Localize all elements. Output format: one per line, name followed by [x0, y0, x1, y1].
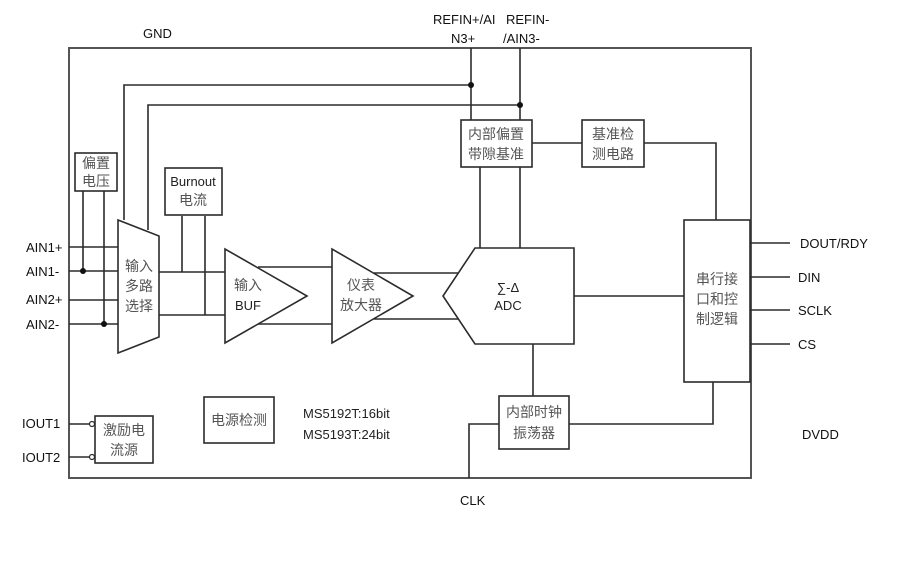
pin-label-refin-plus: N3+ [451, 31, 475, 46]
pin-label-dout-rdy: DOUT/RDY [800, 236, 868, 251]
input-mux-block: 输入 多路 选择 [117, 218, 160, 355]
block-label: 仪表 [347, 278, 375, 294]
block-label: 内部偏置 [468, 127, 524, 143]
pin-label-dvdd: DVDD [802, 427, 839, 442]
block-label: BUF [235, 298, 261, 313]
sigma-delta-adc-block: ∑-Δ ADC [442, 247, 575, 345]
pin-label-gnd: GND [143, 26, 172, 41]
block-label: 带隙基准 [468, 146, 524, 163]
block-label: 电压 [82, 174, 110, 190]
block-label: 制逻辑 [696, 312, 738, 328]
block-label: 内部时钟 [506, 404, 562, 421]
bias-voltage-block: 偏置 电压 [74, 152, 118, 192]
pin-label-ain1-plus: AIN1+ [26, 240, 63, 255]
pin-label-ain1-minus: AIN1- [26, 264, 59, 279]
chip-outline [68, 47, 752, 479]
instrumentation-amplifier-block: 仪表 放大器 [331, 247, 415, 345]
block-label: 电流 [179, 193, 207, 209]
power-monitor-block: 电源检测 [203, 396, 275, 444]
pin-label-sclk: SCLK [798, 303, 832, 318]
junction-dot [517, 102, 523, 108]
iout1-terminal [88, 420, 96, 428]
block-label: 输入 [234, 278, 262, 294]
reference-detect-block: 基准检 测电路 [581, 119, 645, 168]
pin-label-ain2-plus: AIN2+ [26, 292, 63, 307]
junction-dot [101, 321, 107, 327]
excitation-current-block: 激励电 流源 [94, 415, 154, 464]
block-label: 流源 [110, 443, 138, 459]
iout2-terminal [88, 453, 96, 461]
variant-note-16bit: MS5192T:16bit [303, 406, 390, 421]
variant-note-24bit: MS5193T:24bit [303, 427, 390, 442]
junction-dot [468, 82, 474, 88]
block-label: 激励电 [103, 422, 145, 439]
pin-label-iout2: IOUT2 [22, 450, 60, 465]
clock-to-logic-wire [569, 382, 714, 425]
block-label: 多路 [125, 278, 153, 295]
block-label: 放大器 [340, 298, 382, 314]
clock-oscillator-block: 内部时钟 振荡器 [498, 395, 570, 450]
block-label: ADC [494, 298, 521, 313]
block-label: 输入 [125, 259, 153, 275]
pin-label-refin-minus: /AIN3- [503, 31, 540, 46]
block-label: Burnout [170, 174, 216, 189]
internal-reference-block: 内部偏置 带隙基准 [460, 119, 533, 168]
junction-dot [80, 268, 86, 274]
block-label: 测电路 [592, 147, 634, 163]
block-label: 串行接 [696, 271, 738, 288]
refin-minus-to-mux-wire [147, 104, 520, 230]
pin-label-cs: CS [798, 337, 816, 352]
block-label: 偏置 [82, 156, 110, 172]
burnout-current-block: Burnout 电流 [164, 167, 223, 216]
pin-label-refin-plus: REFIN+/AI [433, 12, 496, 27]
refin-plus-to-mux-wire [123, 84, 471, 220]
block-label: ∑-Δ [497, 280, 520, 295]
pin-label-iout1: IOUT1 [22, 416, 60, 431]
block-label: 口和控 [696, 292, 738, 308]
input-buffer-block: 输入 BUF [224, 247, 309, 345]
detect-to-logic-wire [644, 142, 717, 220]
block-label: 振荡器 [513, 426, 555, 442]
serial-interface-logic-block: 串行接 口和控 制逻辑 [683, 219, 751, 383]
pin-label-din: DIN [798, 270, 820, 285]
block-label: 基准检 [592, 126, 634, 143]
block-label: 选择 [125, 299, 153, 315]
pin-label-refin-minus: REFIN- [506, 12, 549, 27]
pin-label-ain2-minus: AIN2- [26, 317, 59, 332]
block-label: 电源检测 [211, 413, 267, 429]
pin-label-clk: CLK [460, 493, 486, 508]
clk-wire [468, 423, 499, 478]
